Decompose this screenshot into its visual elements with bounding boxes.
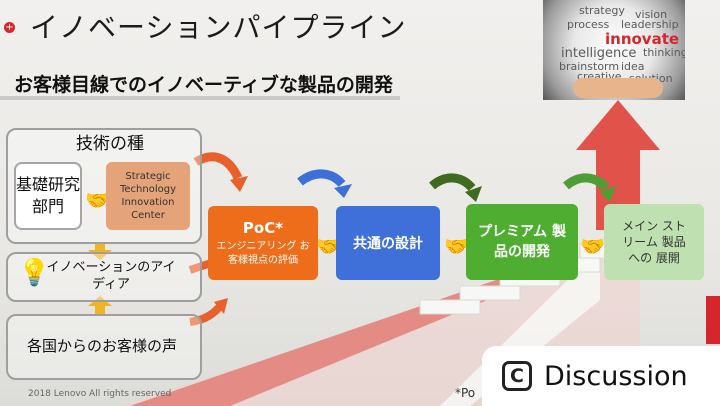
common-design-box: 共通の設計 [336,206,440,280]
sphere-word: leadership [621,18,679,31]
lenovo-logo-edge [706,296,720,344]
premium-product-box: プレミアム 製品の開発 [466,204,578,280]
discussion-c-icon: C [502,361,532,391]
handshake-icon: 🤝 [85,188,110,212]
lightbulb-icon: 💡 [18,258,51,288]
basic-research-box: 基礎研究部門 [14,162,82,230]
footnote-text: *Po [455,386,476,400]
sphere-word: process [567,18,610,31]
sphere-word: thinking [643,46,685,59]
sphere-word: brainstorm [559,60,620,73]
handshake-icon: 🤝 [444,234,469,258]
customer-voice-panel [6,314,202,380]
idea-panel [6,252,202,302]
sphere-word: innovate [605,30,680,48]
copyright-text: 2018 Lenovo All rights reserved [28,389,172,399]
discussion-badge[interactable]: C Discussion [482,346,720,406]
stic-box: Strategic Technology Innovation Center [106,162,190,230]
handshake-icon: 🤝 [580,234,605,258]
technology-seeds-heading: 技術の種 [76,133,144,154]
innovation-idea-label: イノベーションのアイディア [46,260,176,292]
title-bullet-icon: + [4,22,15,33]
poc-subtitle: エンジニアリング お客様視点の評価 [216,240,310,266]
poc-title: PoC* [242,218,284,237]
poc-box: PoC* エンジニアリング お客様視点の評価 [208,206,318,280]
discussion-label: Discussion [544,360,688,392]
sphere-word: intelligence [561,46,637,61]
slide-subtitle: お客様目線でのイノベーティブな製品の開発 [14,74,393,96]
hand-graphic [573,78,663,98]
customer-voice-label: 各国からのお客様の声 [26,336,177,355]
innovation-sphere-image: strategy vision process leadership innov… [543,0,685,100]
slide-title: イノベーションパイプライン [30,11,407,44]
subtitle-underline [0,96,400,100]
sphere-word: idea [621,60,645,73]
sphere-word: vision [635,8,668,21]
mainstream-product-box: メイン ストリーム 製品への 展開 [604,204,704,280]
sphere-word: strategy [579,4,625,17]
